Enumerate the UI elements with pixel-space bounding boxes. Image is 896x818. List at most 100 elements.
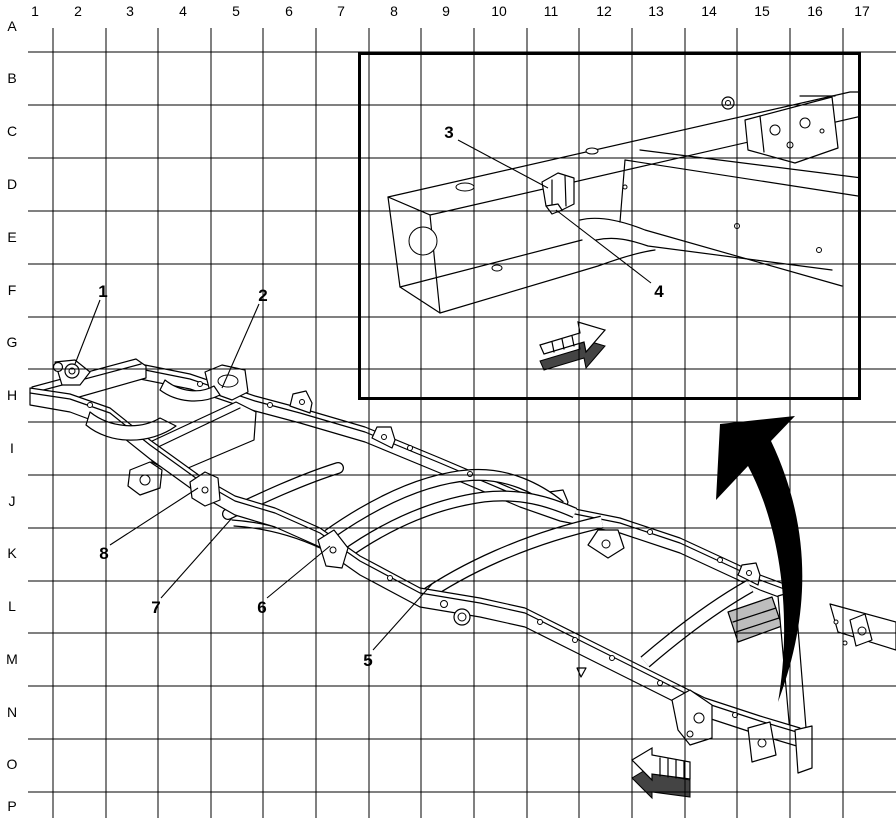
shackle-bracket	[671, 689, 713, 746]
grid-row-label: K	[7, 545, 17, 561]
inset-crossmember-lower	[579, 217, 843, 287]
frame-hole	[440, 600, 448, 608]
inset-frame-hole	[816, 247, 822, 253]
leader-line	[457, 139, 549, 189]
inset-crossmember-bracket	[744, 96, 839, 164]
inset-crossmember-edge	[619, 159, 626, 223]
frame-hole	[87, 402, 93, 408]
inset-frame-hole	[819, 128, 825, 134]
grid-column-label: 4	[179, 3, 187, 19]
lower-control-arm	[85, 411, 177, 441]
callout-label: 5	[363, 651, 372, 670]
inset-bracket-edge	[759, 95, 836, 153]
callout-label: 8	[99, 544, 108, 563]
grid-row-label: G	[7, 334, 18, 350]
grid-column-label: 1	[31, 3, 39, 19]
rear-suspension-box-edge	[732, 607, 780, 633]
curved-arrow-icon	[716, 416, 803, 702]
grid-column-label: 9	[442, 3, 450, 19]
frame-hole	[201, 486, 209, 494]
grid-row-label: P	[7, 798, 16, 814]
frame-hole	[857, 626, 867, 636]
inset-frame-hole	[455, 182, 475, 192]
frame-hole	[693, 712, 705, 724]
shock-tower-opening	[217, 374, 239, 388]
arrow-hatch	[551, 335, 575, 353]
grid-column-label: 10	[491, 3, 507, 19]
frame-hole	[381, 434, 387, 440]
frame-hole	[686, 730, 694, 738]
grid-column-label: 15	[754, 3, 770, 19]
grid-row-labels: A B C D E F G H I J K L M N O P	[6, 18, 18, 814]
x-member-tube-fill	[325, 470, 564, 539]
grid-row-label: I	[10, 440, 14, 456]
upper-control-arm	[159, 379, 221, 402]
bolt	[52, 361, 64, 373]
rear-crossmember-fill	[641, 580, 753, 667]
view-direction-arrow-icon	[631, 746, 691, 800]
grid-column-label: 16	[807, 3, 823, 19]
inset-crossmember-lower	[595, 237, 833, 271]
leader-line	[221, 303, 260, 389]
grid-row-label: J	[9, 493, 16, 509]
grid-column-label: 7	[337, 3, 345, 19]
frame-hole	[757, 738, 767, 748]
callout-label: 7	[151, 598, 160, 617]
grid-row-label: F	[8, 282, 17, 298]
grid-column-label: 17	[854, 3, 870, 19]
inset-frame-hole	[491, 264, 503, 272]
grid-column-label: 2	[74, 3, 82, 19]
frame-hole	[572, 637, 578, 643]
grid-row-label: L	[8, 598, 16, 614]
x-member-tube-fill	[418, 516, 604, 603]
callout-label: 4	[654, 282, 664, 301]
frame-hole	[267, 402, 273, 408]
frame-hole	[407, 445, 413, 451]
grid-row-label: D	[7, 176, 17, 192]
leader-line	[555, 209, 652, 284]
frame-hole	[197, 381, 203, 387]
frame-hole	[537, 619, 543, 625]
inset-rail-end-hole	[408, 226, 438, 256]
suspension-crossmember	[149, 401, 257, 475]
frame-hole	[601, 539, 611, 549]
frame-hole	[609, 655, 615, 661]
grid-row-label: C	[7, 123, 17, 139]
x-member-tube-fill	[340, 491, 577, 560]
grid-row-label: B	[7, 70, 16, 86]
grid-column-label: 8	[390, 3, 398, 19]
inset-frame-hole	[585, 147, 599, 155]
grid-column-label: 5	[232, 3, 240, 19]
callout-label: 3	[444, 123, 453, 142]
steering-gear-shaft	[139, 474, 151, 486]
grid-row-label: E	[7, 229, 16, 245]
inset-detail	[387, 91, 858, 371]
leader-line	[372, 583, 433, 651]
grid-row-label: A	[7, 18, 17, 34]
frame-hole	[387, 575, 393, 581]
frame-hole	[657, 680, 663, 686]
grid-column-label: 3	[126, 3, 134, 19]
frame-hole	[467, 471, 473, 477]
leader-line	[74, 299, 101, 365]
frame-assembly	[29, 358, 896, 774]
inset-crossmember-upper	[639, 149, 858, 179]
frame-hole	[746, 570, 752, 576]
inset-frame-hole	[799, 117, 811, 129]
grid-row-label: N	[7, 704, 17, 720]
grid-column-label: 12	[596, 3, 612, 19]
grid-column-labels: 1 2 3 4 5 6 7 8 9 10 11 12 13 14 15 16 1…	[31, 3, 870, 19]
callout-leaders	[74, 139, 652, 651]
inset-frame-hole	[622, 184, 628, 190]
grid-row-label: M	[6, 651, 18, 667]
inset-frame-hole	[769, 124, 781, 136]
rail-bushing-center	[457, 612, 467, 622]
brake-line	[233, 525, 321, 549]
leader-line	[266, 545, 331, 599]
grid-row-label: H	[7, 387, 17, 403]
callout-label: 1	[98, 282, 107, 301]
callout-label: 2	[258, 286, 267, 305]
inset-box	[358, 52, 861, 400]
callout-labels: 1 2 3 4 5 6 7 8	[98, 123, 664, 670]
